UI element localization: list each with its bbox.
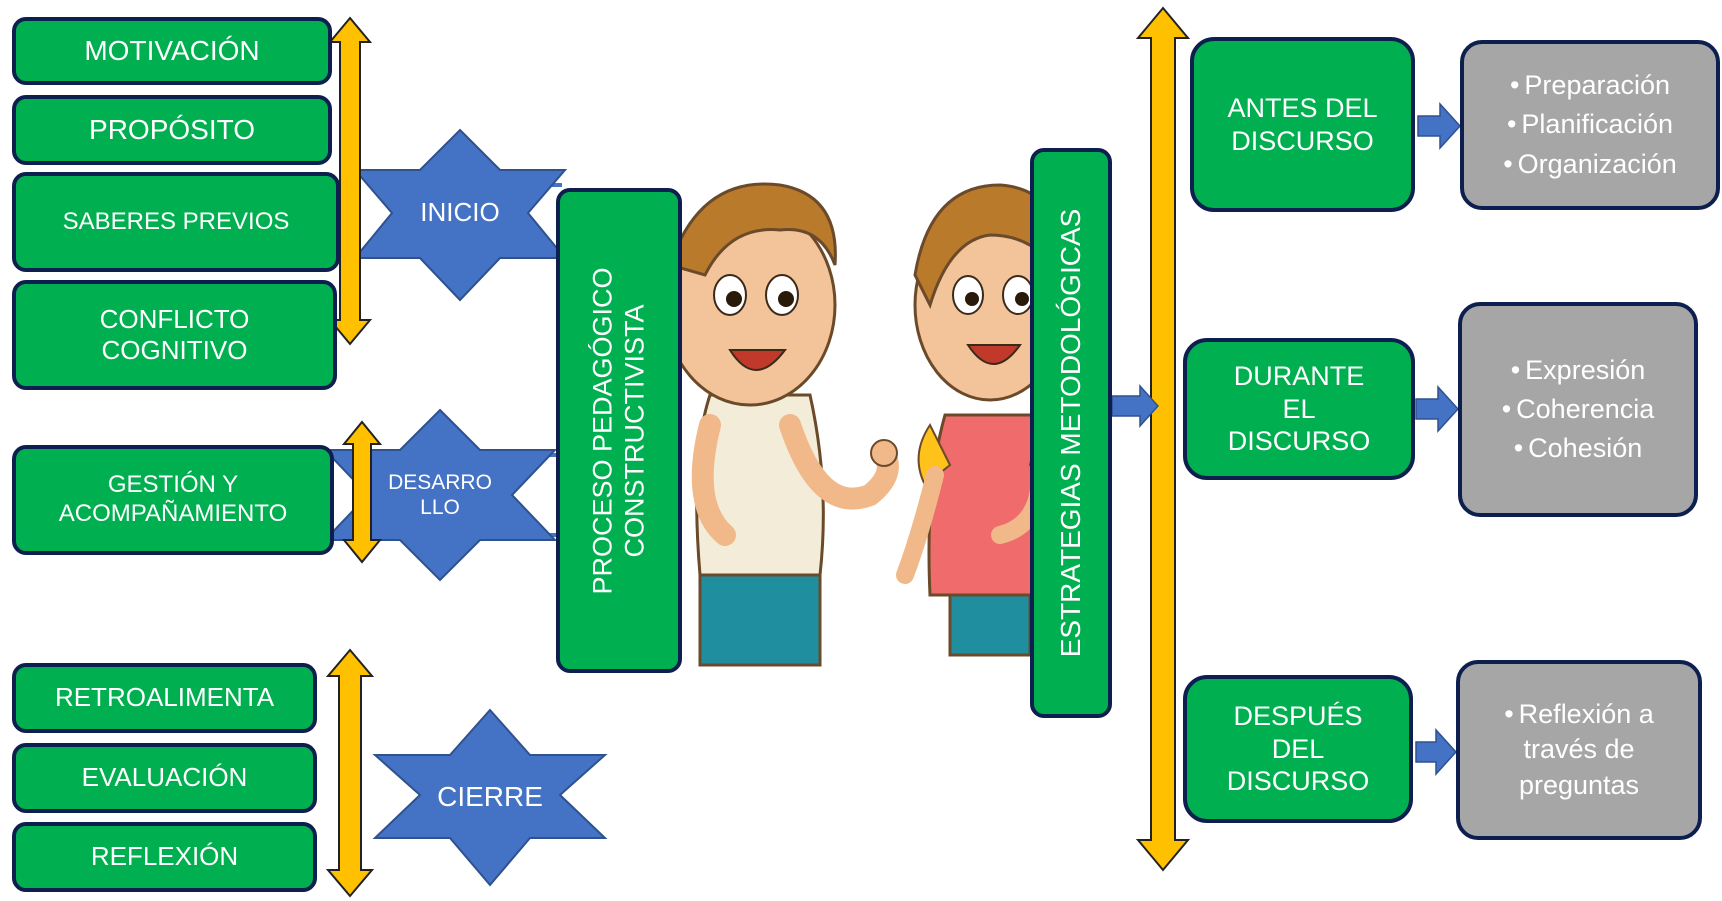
gestion-acompanamiento-box: GESTIÓN Y ACOMPAÑAMIENTO	[12, 445, 334, 555]
detail-item: Organización	[1503, 145, 1677, 184]
cierre-star	[372, 708, 608, 887]
despues-details-box: Reflexión a través de preguntas	[1456, 660, 1702, 840]
despues-del-discurso-box: DESPUÉS DEL DISCURSO	[1183, 675, 1413, 823]
detail-item: Preparación	[1503, 66, 1677, 105]
durante-arrow	[1415, 385, 1460, 433]
estrategias-label: ESTRATEGIAS METODOLÓGICAS	[1055, 208, 1087, 658]
durante-el-discurso-box: DURANTE EL DISCURSO	[1183, 338, 1415, 480]
retroalimenta-box: RETROALIMENTA	[12, 663, 317, 733]
antes-del-discurso-box: ANTES DEL DISCURSO	[1190, 37, 1415, 212]
durante-details-box: Expresión Coherencia Cohesión	[1458, 302, 1698, 517]
detail-item: Coherencia	[1502, 390, 1654, 429]
estrategias-arrow	[1111, 384, 1160, 428]
proceso-pedagogico-box: PROCESO PEDAGÓGICO CONSTRUCTIVISTA	[556, 188, 682, 673]
saberes-previos-box: SABERES PREVIOS	[12, 172, 340, 272]
antes-details-box: Preparación Planificación Organización	[1460, 40, 1720, 210]
despues-arrow	[1415, 728, 1458, 776]
proceso-pedagogico-label: PROCESO PEDAGÓGICO CONSTRUCTIVISTA	[587, 266, 650, 595]
cierre-double-arrow	[325, 648, 375, 898]
boy-illustration	[670, 182, 899, 667]
detail-item: Cohesión	[1502, 429, 1655, 468]
cierre-label: CIERRE	[437, 781, 543, 812]
detail-item: Reflexión a través de preguntas	[1504, 697, 1654, 802]
desarrollo-label: DESARRO LLO	[388, 471, 492, 520]
detail-item: Expresión	[1502, 351, 1655, 390]
detail-item: Planificación	[1503, 105, 1677, 144]
proposito-box: PROPÓSITO	[12, 95, 332, 165]
stages-double-arrow	[1135, 6, 1191, 872]
evaluacion-box: EVALUACIÓN	[12, 743, 317, 813]
motivacion-box: MOTIVACIÓN	[12, 17, 332, 85]
estrategias-metodologicas-box: ESTRATEGIAS METODOLÓGICAS	[1030, 148, 1112, 718]
desarrollo-double-arrow	[341, 420, 383, 564]
inicio-label: INICIO	[420, 197, 500, 227]
antes-arrow	[1417, 102, 1462, 150]
inicio-double-arrow	[327, 16, 373, 346]
conflicto-cognitivo-box: CONFLICTO COGNITIVO	[12, 280, 337, 390]
reflexion-box: REFLEXIÓN	[12, 822, 317, 892]
